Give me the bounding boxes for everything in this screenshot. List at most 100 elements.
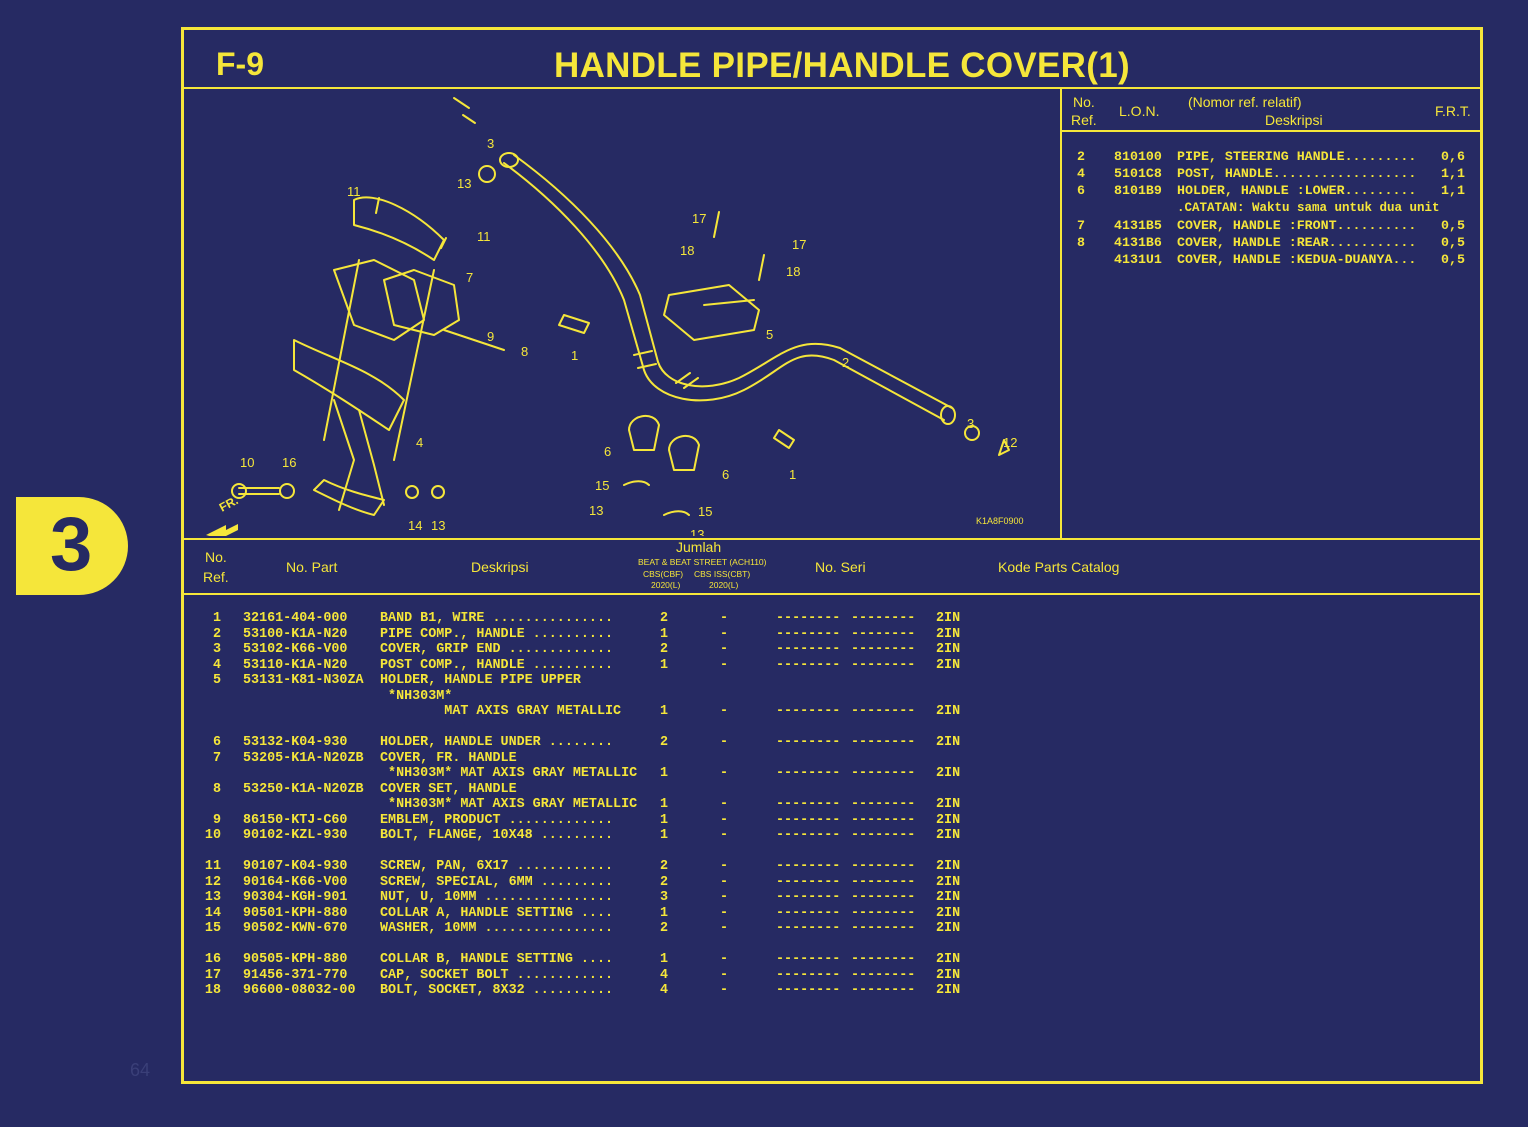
serial-a: -------- xyxy=(776,967,841,983)
part-desc: SCREW, PAN, 6X17 ............ xyxy=(380,859,614,874)
serial-b: -------- xyxy=(851,967,916,983)
holder-upper-drawing xyxy=(663,284,760,341)
diagram-divider xyxy=(184,538,1481,540)
serial-a: -------- xyxy=(776,766,841,781)
callout-13-bottom: 13 xyxy=(690,527,704,536)
qty-cbf: 2 xyxy=(660,611,669,626)
lon-header-divider xyxy=(1061,130,1481,132)
callout-10: 10 xyxy=(240,455,254,470)
lon-ref: 8 xyxy=(1077,235,1085,250)
parts-header-ref-2: Ref. xyxy=(203,569,229,585)
part-number: 91456-371-770 xyxy=(243,967,348,983)
part-ref: 17 xyxy=(204,967,221,983)
part-desc: HOLDER, HANDLE PIPE UPPER xyxy=(380,673,581,688)
diagram-code: K1A8F0900 xyxy=(976,516,1024,526)
part-desc: COLLAR A, HANDLE SETTING .... xyxy=(380,905,614,921)
serial-a: -------- xyxy=(776,797,841,812)
serial-a: -------- xyxy=(776,626,841,642)
lon-header-lon: L.O.N. xyxy=(1119,103,1160,119)
part-ref: 14 xyxy=(204,905,221,921)
serial-a: -------- xyxy=(776,983,841,998)
callout-18-right: 18 xyxy=(786,264,800,279)
lon-frt: 0,5 xyxy=(1441,252,1465,268)
part-desc: COLLAR B, HANDLE SETTING .... xyxy=(380,952,614,967)
lon-header-desc-2: Deskripsi xyxy=(1265,112,1323,128)
lon-desc: .CATATAN: Waktu sama untuk dua unit xyxy=(1177,200,1440,215)
lon-code: 4131U1 xyxy=(1114,252,1162,268)
part-desc: NUT, U, 10MM ................ xyxy=(380,890,614,905)
part-ref: 9 xyxy=(212,812,221,828)
lon-desc: POST, HANDLE.................. xyxy=(1177,166,1417,182)
serial-b: -------- xyxy=(851,626,916,642)
lon-header-frt: F.R.T. xyxy=(1435,103,1471,119)
serial-a: -------- xyxy=(776,812,841,828)
serial-a: -------- xyxy=(776,859,841,874)
part-desc: WASHER, 10MM ................ xyxy=(380,921,614,936)
serial-b: -------- xyxy=(851,642,916,657)
chapter-tab[interactable]: 3 xyxy=(16,497,128,595)
qty-cbt: - xyxy=(720,642,729,657)
qty-cbf: 1 xyxy=(660,657,669,673)
callout-8: 8 xyxy=(521,344,528,359)
qty-cbt: - xyxy=(720,921,729,936)
lon-divider xyxy=(1060,87,1062,538)
qty-cbt: - xyxy=(720,812,729,828)
serial-a: -------- xyxy=(776,657,841,673)
serial-a: -------- xyxy=(776,704,841,719)
callout-18-left: 18 xyxy=(680,243,694,258)
lon-code: 810100 xyxy=(1114,149,1162,164)
qty-cbf: 1 xyxy=(660,905,669,921)
part-number: 53205-K1A-N20ZB xyxy=(243,750,364,766)
part-desc: MAT AXIS GRAY METALLIC xyxy=(380,704,622,719)
callout-11-left: 11 xyxy=(347,184,361,199)
part-ref: 4 xyxy=(212,657,221,673)
part-desc: PIPE COMP., HANDLE .......... xyxy=(380,626,614,642)
part-number: 53100-K1A-N20 xyxy=(243,626,348,642)
part-desc: BAND B1, WIRE ............... xyxy=(380,611,614,626)
part-number: 53131-K81-N30ZA xyxy=(243,673,364,688)
part-desc: COVER, GRIP END ............. xyxy=(380,642,614,657)
serial-b: -------- xyxy=(851,611,916,626)
part-desc: BOLT, FLANGE, 10X48 ......... xyxy=(380,828,614,843)
front-arrow-icon xyxy=(206,524,238,536)
lon-code: 4131B6 xyxy=(1114,235,1162,250)
part-ref: 18 xyxy=(204,983,221,998)
parts-header-model-cbt: CBS ISS(CBT) xyxy=(694,569,751,579)
lon-code: 4131B5 xyxy=(1114,217,1162,233)
lon-ref: 7 xyxy=(1077,217,1085,233)
qty-cbf: 2 xyxy=(660,859,669,874)
parts-header-kode: Kode Parts Catalog xyxy=(998,559,1120,575)
callout-3-right: 3 xyxy=(967,416,974,431)
serial-a: -------- xyxy=(776,735,841,750)
part-ref: 3 xyxy=(212,642,221,657)
catalog-code: 2IN xyxy=(936,921,961,936)
qty-cbt: - xyxy=(720,967,729,983)
callout-9: 9 xyxy=(487,329,494,344)
catalog-code: 2IN xyxy=(936,967,961,983)
part-number: 86150-KTJ-C60 xyxy=(243,812,348,828)
qty-cbt: - xyxy=(720,828,729,843)
part-ref: 12 xyxy=(204,874,221,890)
parts-header-year-a: 2020(L) xyxy=(651,580,681,590)
part-desc: COVER SET, HANDLE xyxy=(380,781,517,797)
lon-desc: COVER, HANDLE :KEDUA-DUANYA... xyxy=(1177,252,1417,268)
serial-b: -------- xyxy=(851,828,916,843)
parts-header-no-seri: No. Seri xyxy=(815,559,866,575)
qty-cbf: 1 xyxy=(660,828,669,843)
part-number: 53102-K66-V00 xyxy=(243,642,348,657)
serial-b: -------- xyxy=(851,952,916,967)
catalog-code: 2IN xyxy=(936,657,961,673)
part-ref: 15 xyxy=(204,921,221,936)
serial-a: -------- xyxy=(776,921,841,936)
page-number: 64 xyxy=(130,1060,151,1080)
serial-b: -------- xyxy=(851,657,916,673)
callout-1-left: 1 xyxy=(571,348,578,363)
callout-4: 4 xyxy=(416,435,423,450)
part-desc: EMBLEM, PRODUCT ............. xyxy=(380,812,614,828)
lon-frt: 0,5 xyxy=(1441,217,1465,233)
lon-code: 5101C8 xyxy=(1114,166,1162,182)
qty-cbt: - xyxy=(720,797,729,812)
qty-cbt: - xyxy=(720,874,729,890)
title-divider xyxy=(184,87,1481,89)
qty-cbf: 1 xyxy=(660,812,669,828)
